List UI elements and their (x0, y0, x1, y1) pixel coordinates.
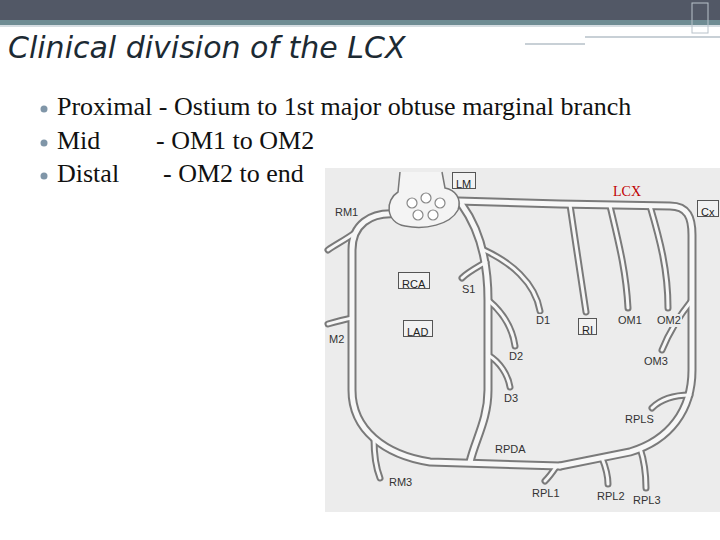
aortic-root (389, 172, 459, 227)
bullet-text: Distal (57, 159, 119, 189)
corner-decor (692, 3, 708, 33)
valve-cusps (407, 193, 445, 220)
artery-box: Cx (697, 200, 719, 217)
artery-label: RM1 (334, 206, 359, 219)
artery-label: M2 (328, 333, 345, 346)
branch-lumen (570, 205, 586, 312)
artery-label: D2 (508, 350, 524, 363)
box-text: Cx (701, 206, 714, 219)
artery-label: OM2 (656, 314, 682, 327)
artery-label: OM1 (617, 314, 643, 327)
bullet-dot (41, 106, 48, 113)
box-text: LM (456, 178, 471, 191)
bullet-text: Proximal - Ostium to 1st major obtuse ma… (57, 92, 631, 122)
bullet-text: - OM2 to end (163, 159, 304, 189)
artery-label: RPL1 (531, 487, 561, 500)
branch-wall (640, 448, 646, 488)
artery-label: OM3 (643, 355, 669, 368)
branch-wall (488, 355, 510, 387)
artery-label: RPL2 (596, 490, 626, 503)
branch-lumen (462, 262, 486, 278)
artery-wall (462, 205, 488, 462)
artery-box: RCA (398, 272, 430, 289)
bullet-dot (41, 173, 48, 180)
valve-cusp (413, 210, 423, 220)
artery-label: RPLS (624, 413, 655, 426)
rule-line (585, 36, 720, 38)
valve-cusp (421, 193, 431, 203)
artery-label: RM3 (388, 476, 413, 489)
branch-lumen (374, 438, 380, 478)
artery-box: RI (578, 318, 597, 335)
branch-lumen (545, 467, 556, 481)
artery-box: LM (452, 172, 476, 189)
branch-wall (488, 300, 515, 346)
branch-wall (610, 206, 628, 308)
branch-wall (328, 318, 352, 324)
artery-lumen (352, 214, 560, 466)
artery-outline (328, 201, 692, 488)
artery-label: RPL3 (632, 494, 662, 507)
slide-title: Clinical division of the LCX (8, 30, 406, 66)
valve-cusp (435, 198, 445, 208)
branch-wall (462, 262, 486, 278)
artery-lumen (458, 201, 692, 466)
artery-label: D3 (503, 392, 519, 405)
box-text: RI (582, 324, 593, 337)
box-text: LAD (407, 326, 428, 339)
vessel-name: LCX (612, 184, 642, 200)
artery-label: D1 (535, 314, 551, 327)
artery-label: S1 (461, 283, 476, 296)
branch-lumen (650, 206, 668, 308)
artery-wall (458, 201, 692, 466)
valve-cusp (407, 198, 417, 208)
illustration-ground (325, 168, 720, 512)
branch-lumen (488, 355, 510, 387)
branch-lumen (328, 232, 356, 250)
box-text: RCA (402, 278, 425, 291)
bullet-text: - OM1 to OM2 (156, 126, 314, 156)
artery-box: LAD (403, 320, 433, 337)
branch-wall (545, 467, 556, 481)
artery-lumen (462, 205, 488, 462)
rule-line (525, 43, 585, 45)
branch-lumen (652, 395, 690, 408)
branch-lumen (610, 206, 628, 308)
artery-wall (352, 214, 560, 466)
branch-lumen (602, 458, 608, 484)
artery-lumen (328, 201, 692, 488)
top-bar (0, 0, 720, 20)
branch-lumen (328, 318, 352, 324)
branch-lumen (488, 300, 515, 346)
branch-wall (650, 206, 668, 308)
branch-wall (570, 205, 586, 312)
branch-lumen (640, 448, 646, 488)
top-stripe (0, 25, 720, 27)
bullet-text: Mid (57, 126, 100, 156)
top-stripe (0, 20, 720, 25)
artery-label: RPDA (494, 443, 527, 456)
branch-wall (602, 458, 608, 484)
valve-cusp (428, 210, 438, 220)
bullet-dot (41, 140, 48, 147)
